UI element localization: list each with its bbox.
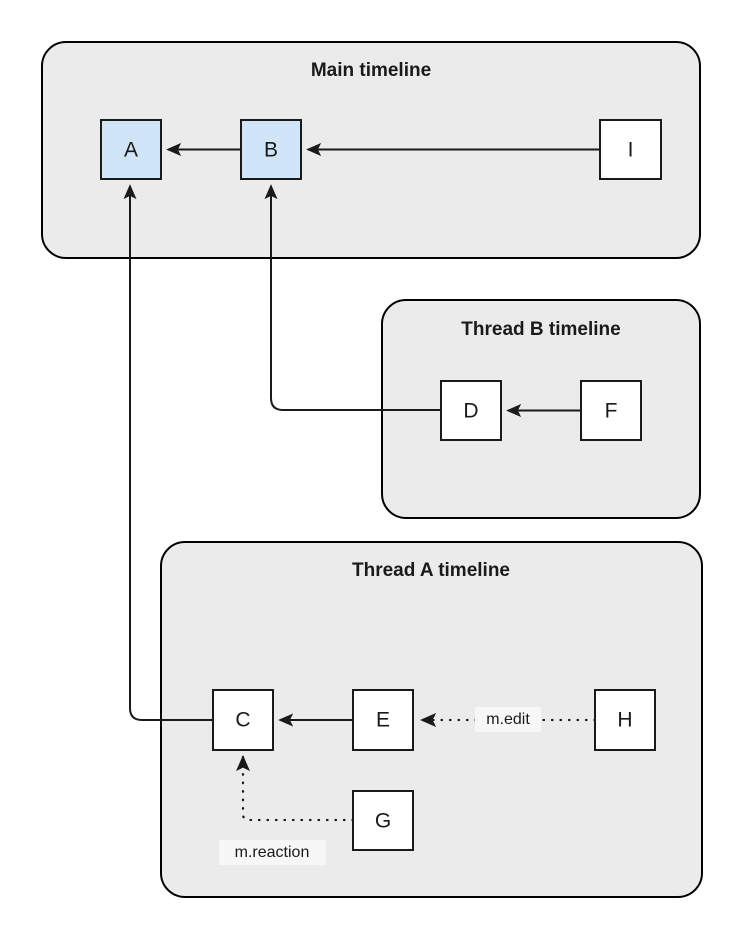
node-A-label: A	[124, 139, 138, 162]
panel-thread-b: Thread B timeline	[381, 299, 701, 519]
edge-label-m-reaction: m.reaction	[219, 840, 326, 865]
node-H-label: H	[617, 709, 632, 732]
panel-thread-a-title: Thread A timeline	[352, 560, 510, 581]
node-C[interactable]: C	[212, 689, 274, 751]
node-D-label: D	[463, 400, 478, 423]
node-F[interactable]: F	[580, 380, 642, 441]
node-D-rect[interactable]	[440, 380, 502, 441]
node-G-rect[interactable]	[352, 790, 414, 851]
node-B-label: B	[264, 139, 278, 162]
node-E[interactable]: E	[352, 689, 414, 751]
node-F-label: F	[605, 400, 618, 423]
edge-c-to-a	[123, 184, 213, 721]
node-I-rect[interactable]	[599, 119, 662, 180]
node-I[interactable]: I	[599, 119, 662, 180]
node-F-rect[interactable]	[580, 380, 642, 441]
edge-label-m-edit-text: m.edit	[486, 711, 530, 728]
edge-label-m-edit-bg	[475, 707, 541, 732]
edge-label-m-reaction-text: m.reaction	[235, 844, 310, 861]
node-G[interactable]: G	[352, 790, 414, 851]
node-A[interactable]: A	[100, 119, 162, 180]
node-A-rect[interactable]	[100, 119, 162, 180]
node-B[interactable]: B	[240, 119, 302, 180]
node-G-label: G	[375, 810, 391, 833]
node-H-rect[interactable]	[594, 689, 656, 751]
edge-label-m-reaction-bg	[219, 840, 326, 865]
node-C-label: C	[235, 709, 250, 732]
edge-label-m-edit: m.edit	[475, 707, 541, 732]
node-H[interactable]: H	[594, 689, 656, 751]
node-B-rect[interactable]	[240, 119, 302, 180]
node-E-label: E	[376, 709, 390, 732]
edge-d-to-b	[264, 184, 441, 411]
node-C-rect[interactable]	[212, 689, 274, 751]
node-D[interactable]: D	[440, 380, 502, 441]
panel-thread-b-title: Thread B timeline	[461, 319, 620, 340]
node-I-label: I	[628, 139, 634, 162]
panel-main-title: Main timeline	[311, 60, 431, 81]
node-E-rect[interactable]	[352, 689, 414, 751]
